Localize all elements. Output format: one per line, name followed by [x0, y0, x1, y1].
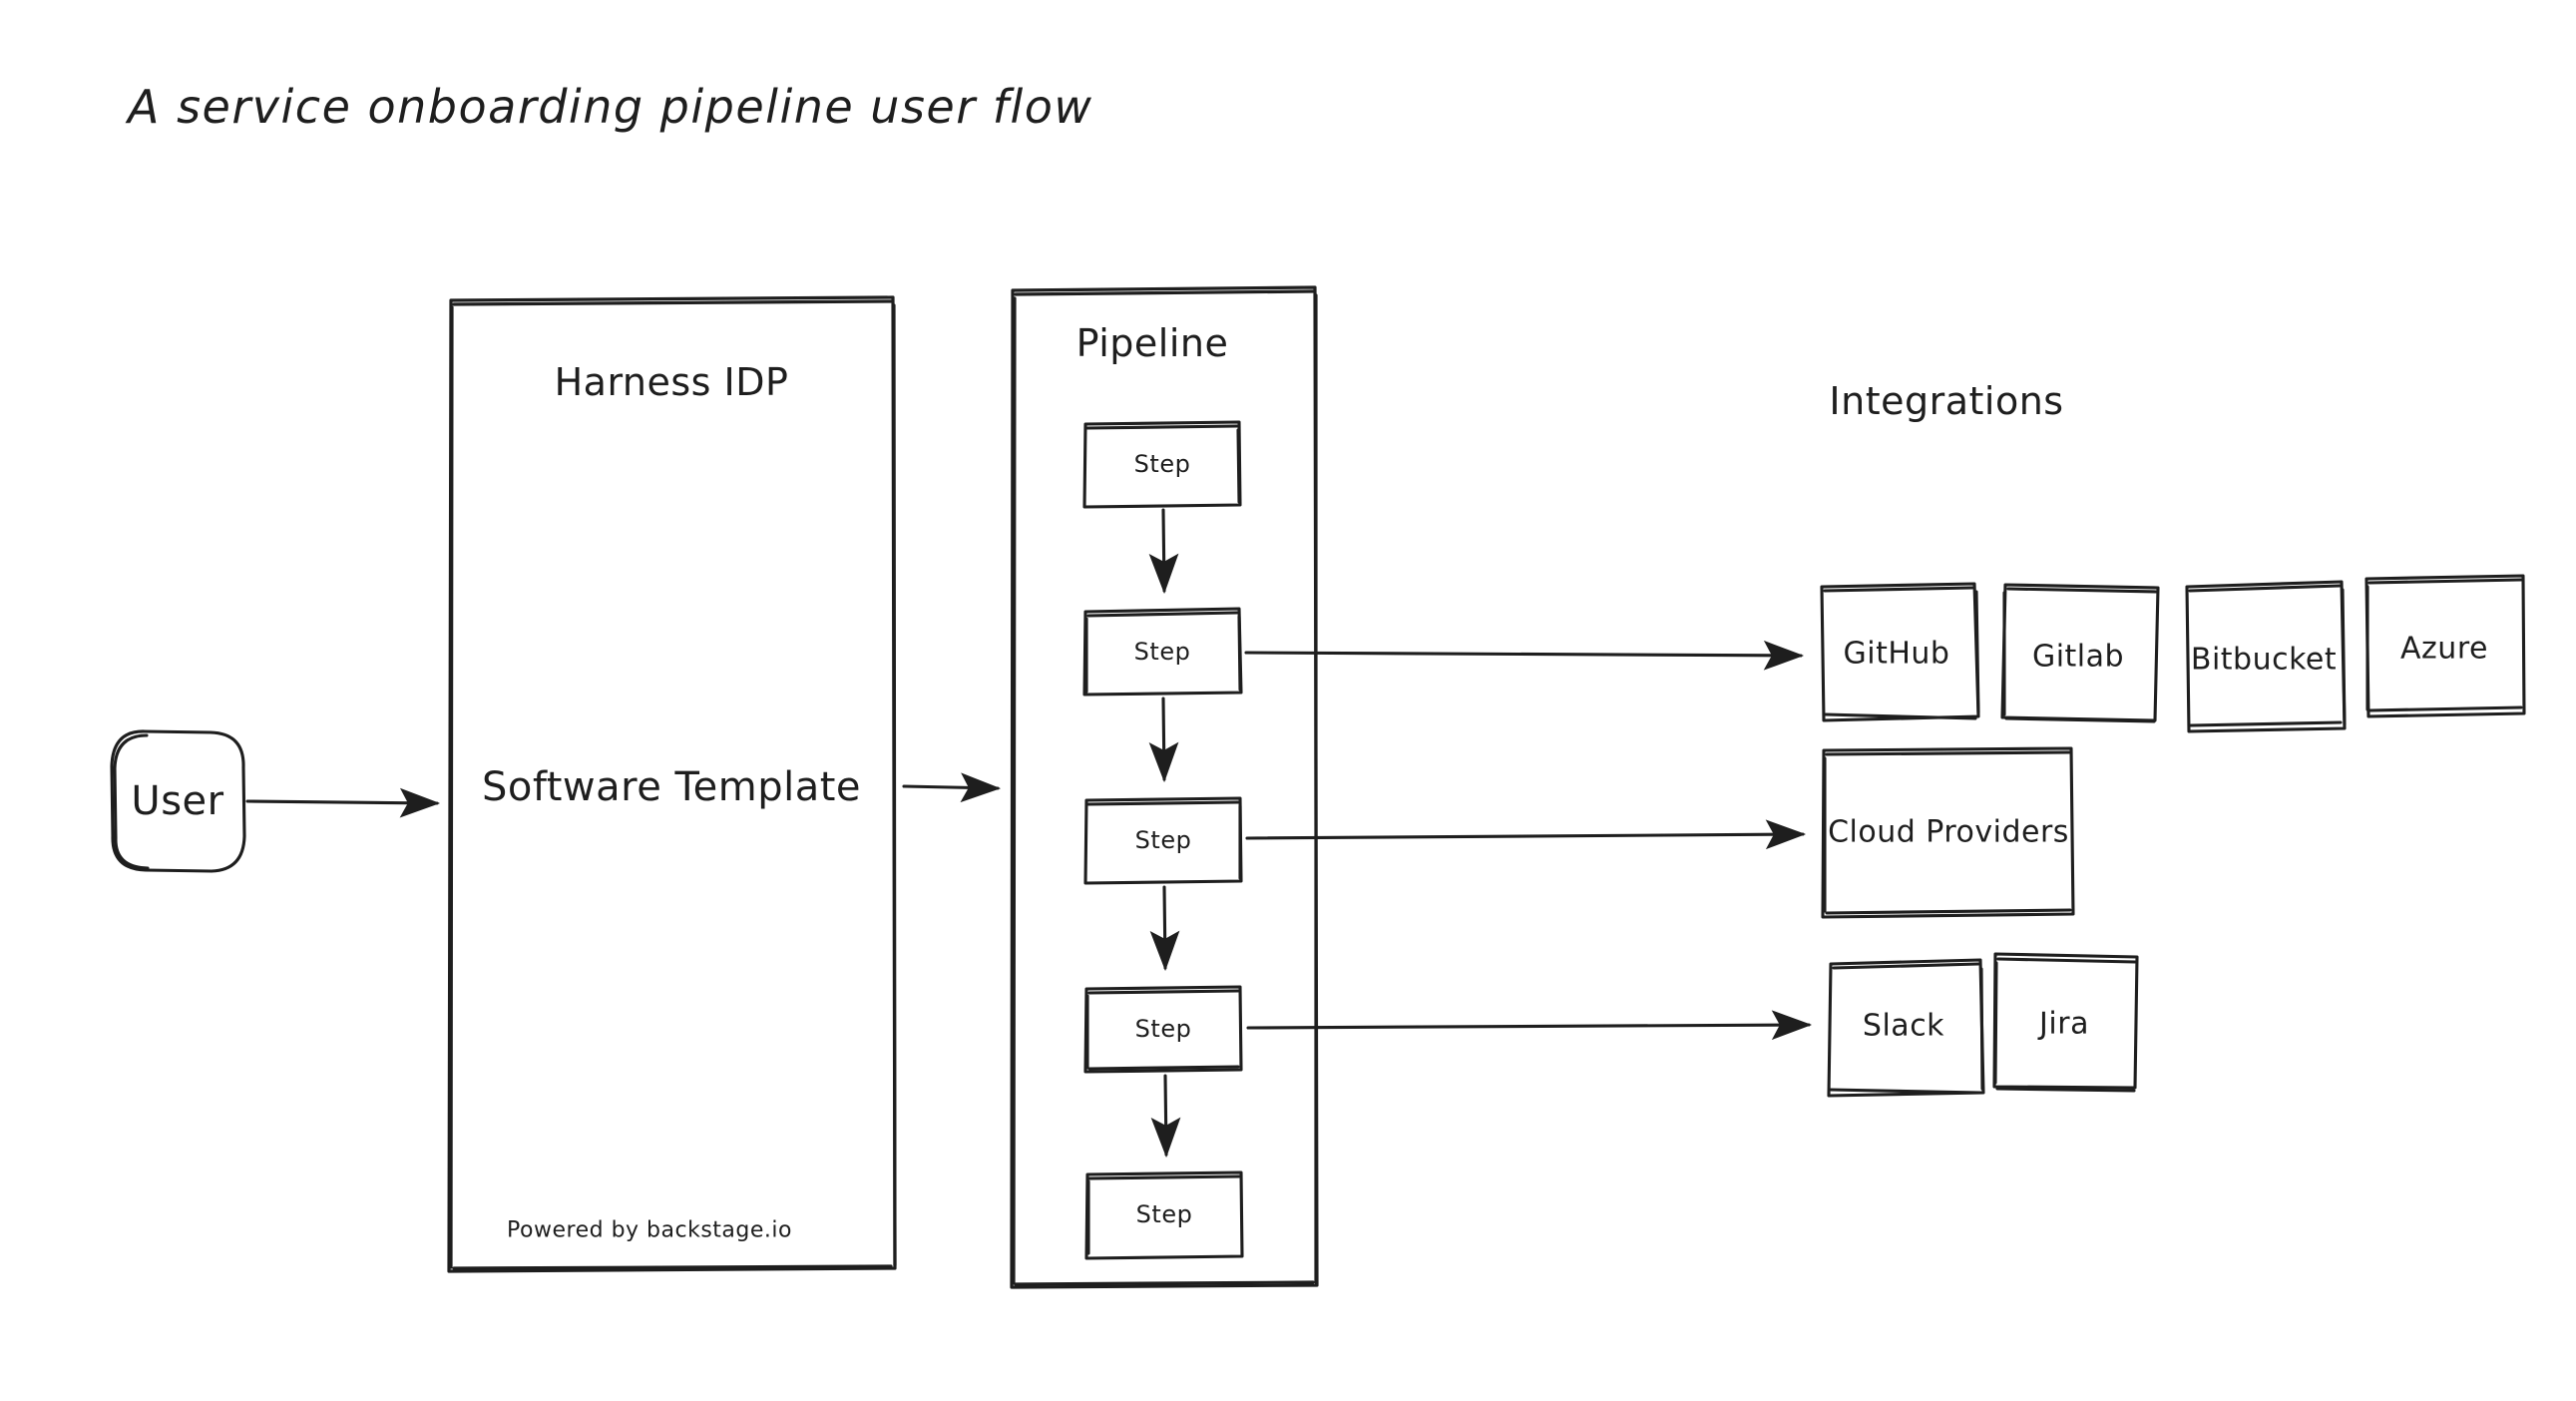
pipeline-step-3-shape[interactable]	[1083, 796, 1243, 885]
pipeline-step-4-label: Step	[1134, 1015, 1192, 1043]
arrow-user-to-idp	[245, 787, 441, 818]
arrow-step4-to-step5	[1150, 1074, 1181, 1159]
integration-slack-shape[interactable]	[1827, 958, 1985, 1098]
arrow-idp-to-pipeline	[902, 772, 1002, 803]
arrow-step4-to-slack	[1246, 1010, 1813, 1041]
integration-bitbucket-shape[interactable]	[2185, 580, 2347, 733]
integration-azure-label: Azure	[2400, 631, 2488, 667]
pipeline-step-1-label: Step	[1133, 450, 1191, 478]
integration-cloud-providers-shape[interactable]	[1821, 746, 2075, 919]
pipeline-step-3-label: Step	[1134, 826, 1192, 854]
pipeline-step-4-shape[interactable]	[1083, 985, 1243, 1074]
pipeline-step-2-shape[interactable]	[1082, 607, 1243, 697]
software-template-label: Software Template	[481, 764, 862, 810]
integration-jira-label: Jira	[2039, 1006, 2089, 1042]
pipeline-step-5-label: Step	[1135, 1200, 1193, 1228]
integration-cloud-providers-label: Cloud Providers	[1828, 814, 2069, 850]
pipeline-container-shape[interactable]	[1010, 285, 1319, 1289]
user-node-label: User	[131, 778, 224, 824]
pipeline-step-2-label: Step	[1133, 638, 1191, 666]
backstage-footer-note: Powered by backstage.io	[507, 1217, 792, 1243]
harness-idp-container-shape[interactable]	[447, 295, 897, 1273]
pipeline-step-5-shape[interactable]	[1084, 1170, 1244, 1260]
integrations-title: Integrations	[1829, 379, 2064, 423]
user-node-shape[interactable]	[110, 729, 246, 873]
integration-bitbucket-label: Bitbucket	[2190, 642, 2338, 678]
pipeline-step-1-shape[interactable]	[1082, 420, 1242, 509]
page-title: A service onboarding pipeline user flow	[128, 80, 1093, 134]
arrow-step2-to-step3	[1148, 697, 1179, 783]
integration-github-label: GitHub	[1843, 636, 1950, 672]
arrow-step2-to-github	[1244, 640, 1805, 671]
pipeline-title: Pipeline	[1075, 321, 1229, 365]
integration-azure-shape[interactable]	[2364, 574, 2526, 718]
arrow-step1-to-step2	[1148, 508, 1179, 595]
arrow-step3-to-cloud-providers	[1245, 819, 1807, 850]
integration-slack-label: Slack	[1862, 1008, 1945, 1044]
harness-idp-title: Harness IDP	[554, 360, 789, 404]
integration-gitlab-shape[interactable]	[2000, 583, 2160, 723]
integration-github-shape[interactable]	[1820, 582, 1980, 722]
arrow-step3-to-step4	[1149, 885, 1180, 972]
integration-gitlab-label: Gitlab	[2031, 639, 2125, 675]
integration-jira-shape[interactable]	[1992, 952, 2139, 1093]
